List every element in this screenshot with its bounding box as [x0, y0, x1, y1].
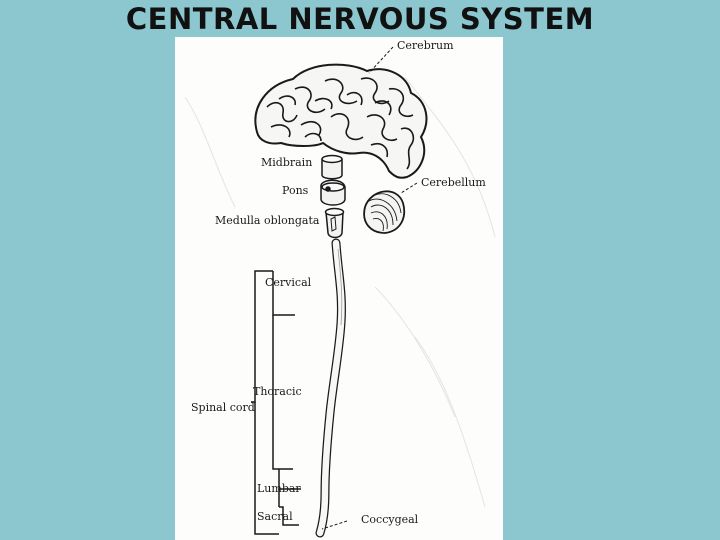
- slide-title: CENTRAL NERVOUS SYSTEM: [125, 2, 595, 36]
- label-cervical: Cervical: [265, 276, 312, 289]
- background-texture: [184, 76, 496, 508]
- label-midbrain: Midbrain: [261, 156, 312, 169]
- cerebrum-shape: [254, 63, 428, 179]
- label-pons: Pons: [282, 184, 309, 197]
- label-cerebrum: Cerebrum: [397, 39, 454, 52]
- cns-diagram: Cerebrum Midbrain Pons Cerebellum Medull…: [184, 39, 496, 538]
- medulla-shape: [324, 207, 345, 239]
- label-cerebellum: Cerebellum: [421, 176, 486, 189]
- label-sacral: Sacral: [257, 510, 293, 523]
- midbrain-shape: [321, 154, 343, 180]
- figure-panel: Cerebrum Midbrain Pons Cerebellum Medull…: [175, 37, 503, 540]
- label-spinal-cord: Spinal cord: [191, 401, 255, 414]
- pons-shape: [320, 179, 346, 206]
- spinal-cord-shape: [315, 238, 346, 538]
- leader-lines: [321, 46, 418, 530]
- label-lumbar: Lumbar: [257, 482, 301, 495]
- cerebellum-shape: [363, 190, 406, 234]
- label-medulla-oblongata: Medulla oblongata: [215, 214, 320, 227]
- region-brackets: [251, 270, 301, 535]
- label-coccygeal: Coccygeal: [361, 513, 419, 526]
- label-thoracic: Thoracic: [253, 385, 302, 398]
